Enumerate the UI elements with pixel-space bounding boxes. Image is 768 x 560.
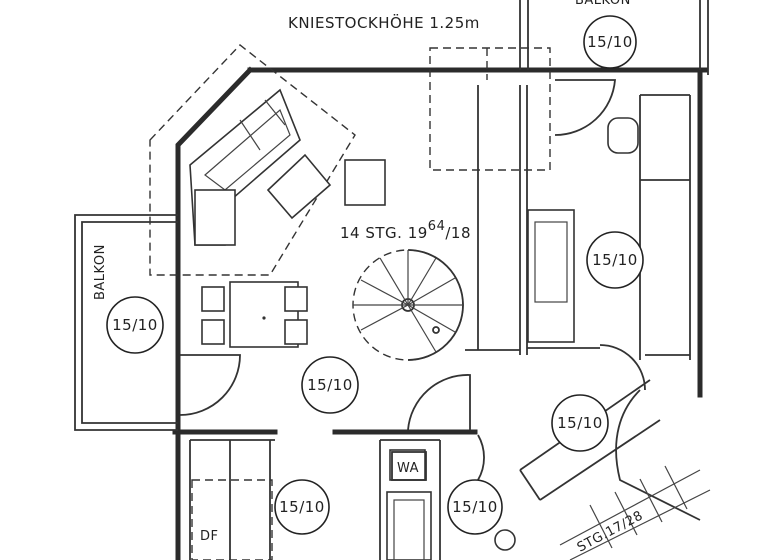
room-tag-label: 15/10 xyxy=(587,33,633,51)
room-tag-label: 15/10 xyxy=(279,498,325,516)
room-tag-label: 15/10 xyxy=(452,498,498,516)
spiral-stair xyxy=(352,249,464,361)
room-tag: 15/10 xyxy=(551,394,609,452)
balcony-top: BALKON xyxy=(519,0,709,75)
wa-label: WA xyxy=(397,461,419,476)
balcony-left-label: BALKON xyxy=(93,244,108,300)
room-tag: 15/10 xyxy=(583,15,637,69)
kniestock-label: KNIESTOCKHÖHE 1.25m xyxy=(288,13,480,32)
dining-table xyxy=(201,281,308,348)
room-tag: 15/10 xyxy=(301,356,359,414)
stair-spec-label: 14 STG. 1964/18 xyxy=(340,219,471,242)
room-tag: 15/10 xyxy=(586,231,644,289)
balcony-top-label: BALKON xyxy=(575,0,631,8)
room-tag-label: 15/10 xyxy=(557,414,603,432)
stair-spec-tail: /18 xyxy=(445,224,471,242)
room-tag: 15/10 xyxy=(274,479,330,535)
doors xyxy=(179,79,646,481)
balcony-left: BALKON xyxy=(74,214,178,431)
sofa-group xyxy=(189,88,386,246)
stair-spec-sup: 64 xyxy=(428,219,446,234)
exterior-walls xyxy=(175,66,708,560)
room-tag-label: 15/10 xyxy=(592,251,638,269)
room-tag: 15/10 xyxy=(447,479,503,535)
interior-walls xyxy=(172,85,691,560)
room-tags: 15/10 15/10 15/10 15/10 15/10 15/10 15/1… xyxy=(106,15,644,535)
stair-spec-main: 14 STG. 19 xyxy=(340,224,428,242)
room-tag-label: 15/10 xyxy=(307,376,353,394)
room-tag-label: 15/10 xyxy=(112,316,158,334)
room-tag: 15/10 xyxy=(106,296,164,354)
df-label: DF xyxy=(200,529,219,544)
roof-outlines xyxy=(149,44,551,560)
bath-fixtures xyxy=(386,117,639,560)
small-labels: WA DF xyxy=(200,451,427,544)
